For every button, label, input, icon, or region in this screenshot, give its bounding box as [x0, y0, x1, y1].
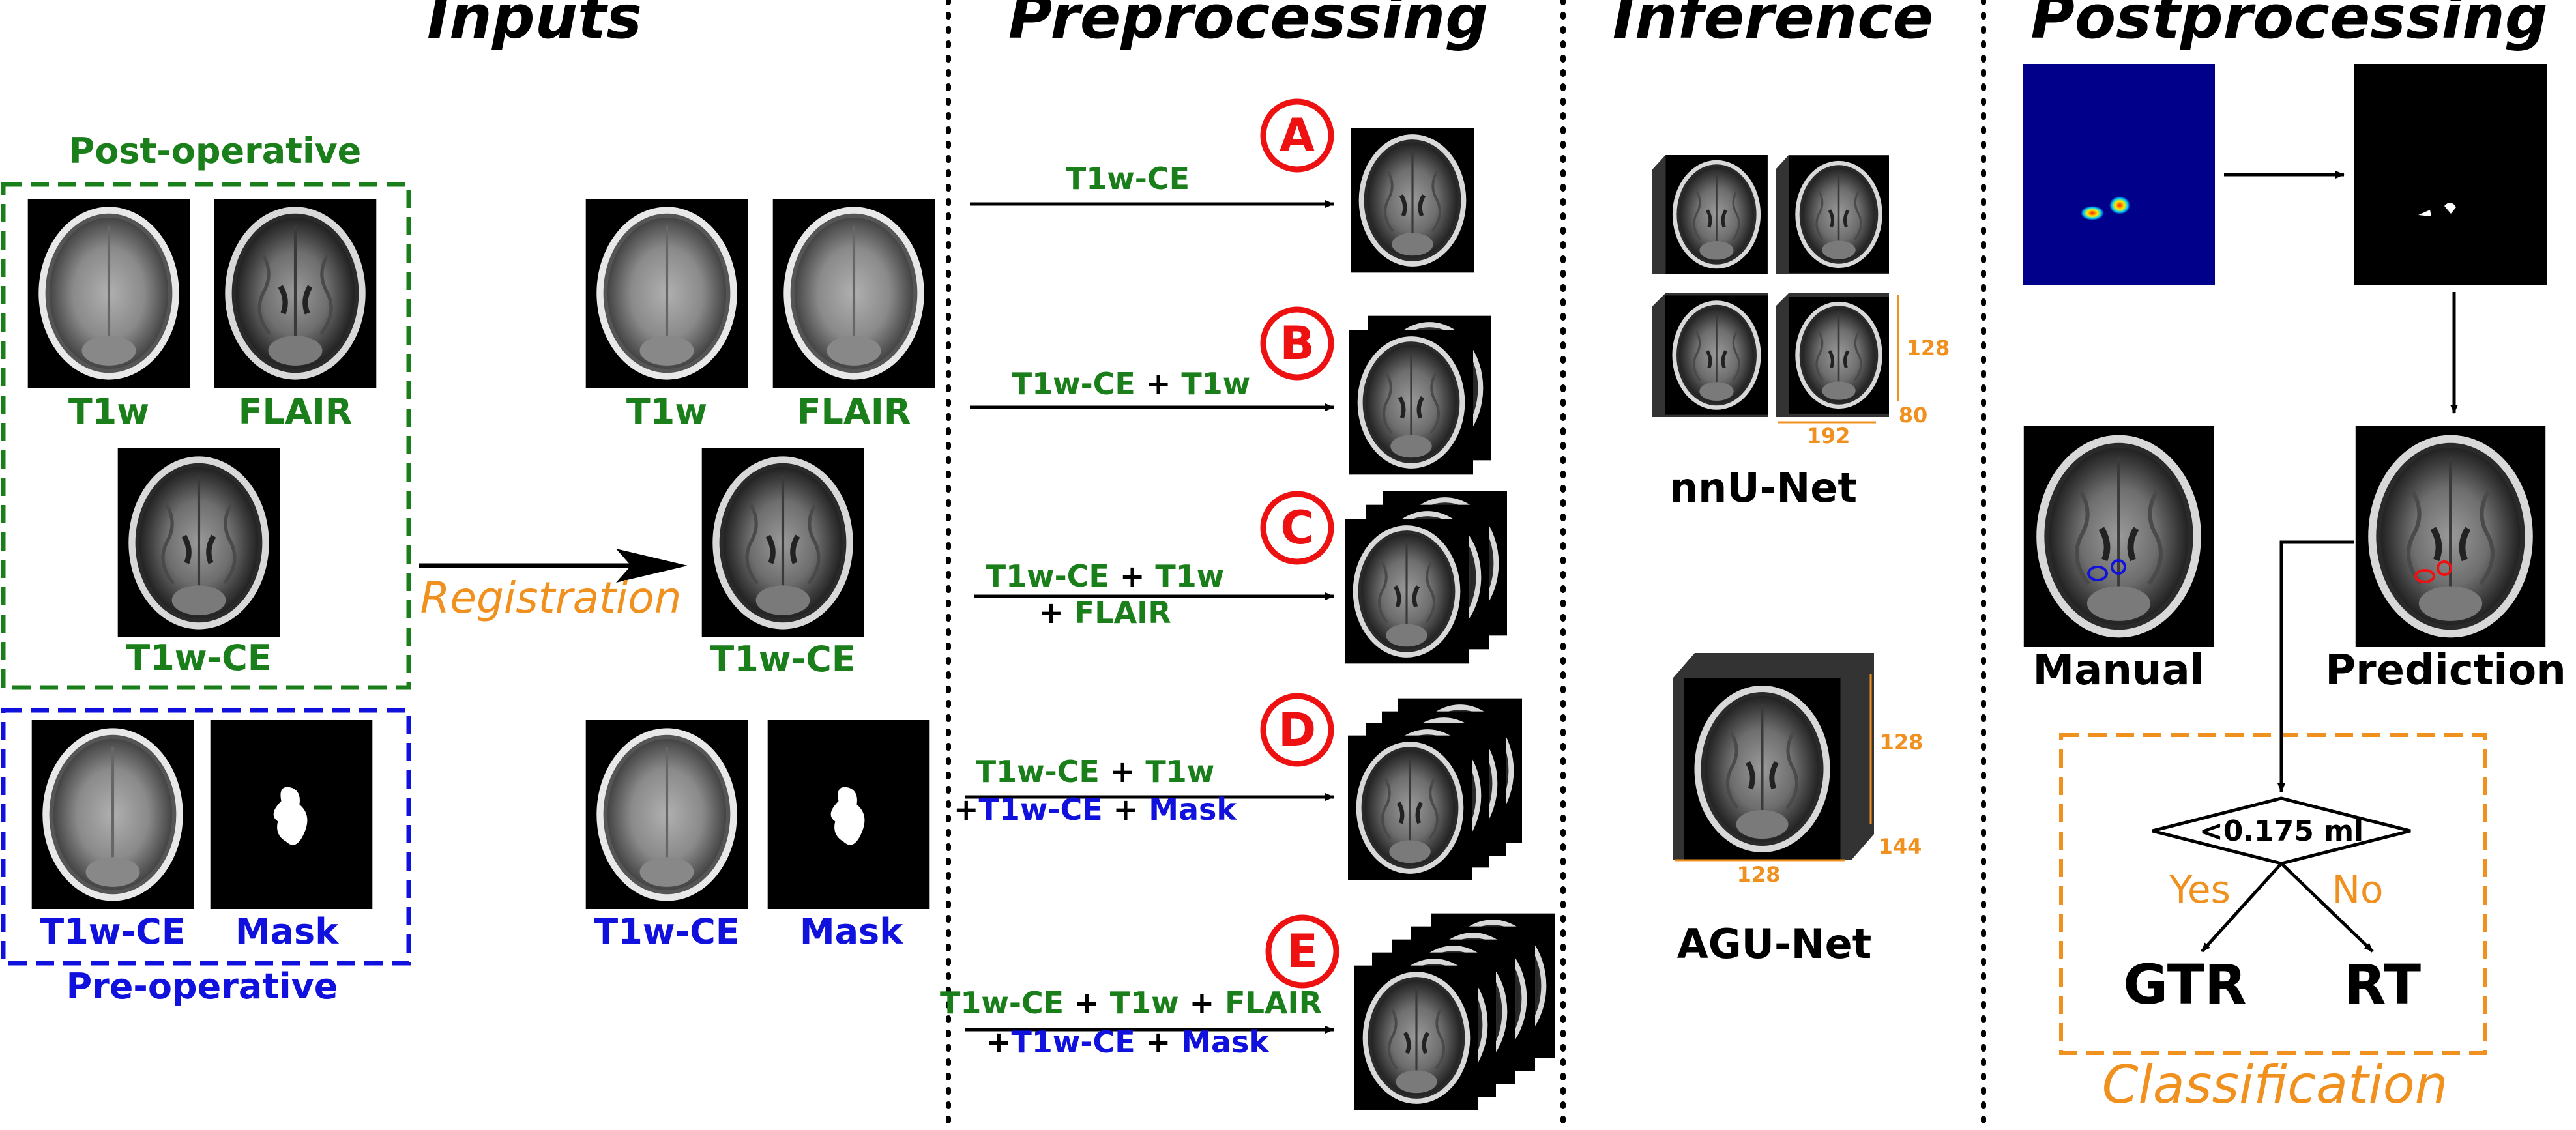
design-e-badge	[1265, 914, 1339, 989]
post-t1w-image	[28, 199, 190, 388]
decision-threshold: <0.175 ml	[2199, 815, 2364, 848]
pre-operative-box	[1, 708, 411, 966]
design-a-letter: A	[1280, 109, 1315, 162]
design-d-letter: D	[1278, 703, 1316, 757]
manual-segmentation	[2024, 426, 2214, 647]
yes-label: Yes	[2169, 867, 2231, 912]
predicted-segmentation	[2356, 426, 2545, 647]
manual-label: Manual	[2032, 646, 2204, 695]
nnunet-dim-w: 192	[1807, 424, 1851, 448]
design-a-badge	[1260, 98, 1334, 173]
registration-label: Registration	[420, 573, 682, 623]
pre-t1wce-image	[32, 720, 194, 909]
design-d-badge	[1260, 693, 1334, 767]
design-d-inputs-line1: T1w-CE + T1w	[976, 754, 1215, 789]
registration-arrow-head	[616, 549, 688, 583]
design-c-inputs-line1: T1w-CE + T1w	[986, 558, 1225, 594]
design-e-letter: E	[1287, 925, 1318, 978]
no-arrow	[2280, 862, 2374, 953]
yes-arrow	[2201, 862, 2283, 953]
gtr-label: GTR	[2123, 953, 2246, 1017]
pre-operative-label: Pre-operative	[66, 966, 338, 1007]
design-b-volume-front	[1349, 330, 1473, 475]
rt-label: RT	[2344, 953, 2421, 1017]
post-t1wce-image	[118, 448, 280, 637]
section-inference-title: Inference	[1613, 0, 1933, 52]
post-operative-box	[1, 182, 411, 690]
design-c-inputs-line2: + FLAIR	[1038, 595, 1171, 630]
reg-t1w-image	[586, 199, 748, 388]
design-a-inputs: T1w-CE	[1066, 161, 1190, 196]
design-d-volume-1	[1348, 736, 1472, 880]
design-e-volume-1	[1354, 966, 1478, 1110]
design-a-volume	[1351, 128, 1474, 273]
agunet-label: AGU-Net	[1677, 920, 1872, 968]
post-t1w-label: T1w	[68, 391, 149, 432]
no-label: No	[2332, 867, 2384, 912]
section-preprocessing-title: Preprocessing	[1008, 0, 1488, 52]
nnunet-dim-d: 80	[1899, 403, 1928, 427]
nnunet-dim-h: 128	[1907, 336, 1950, 360]
design-b-badge	[1260, 306, 1334, 381]
reg-flair-image	[773, 199, 935, 388]
design-c-letter: C	[1280, 501, 1313, 555]
agunet-volume	[1673, 653, 1874, 860]
section-inputs-title: Inputs	[427, 0, 642, 52]
reg-flair-label: FLAIR	[797, 391, 911, 432]
prediction-to-decision-line	[2277, 540, 2354, 792]
reg-mask-label: Mask	[800, 911, 903, 952]
reg-t1wce-image	[702, 448, 864, 637]
design-b-letter: B	[1280, 317, 1314, 370]
design-e-inputs-line1: T1w-CE + T1w + FLAIR	[940, 985, 1322, 1021]
design-b-inputs: T1w-CE + T1w	[1012, 366, 1251, 401]
reg-mask-image	[767, 720, 930, 909]
design-c-badge	[1260, 491, 1334, 565]
pre-mask-label: Mask	[235, 911, 339, 952]
post-flair-image	[214, 199, 377, 388]
classification-label: Classification	[2102, 1054, 2448, 1115]
reg-t1w-label: T1w	[626, 391, 707, 432]
probability-map	[2023, 64, 2215, 285]
reg-pre-t1wce-image	[586, 720, 748, 909]
nnunet-patches	[1652, 155, 1889, 417]
section-postprocessing-title: Postprocessing	[2030, 0, 2547, 52]
reg-t1wce-label: T1w-CE	[710, 639, 855, 680]
nnunet-label: nnU-Net	[1669, 464, 1857, 512]
post-flair-label: FLAIR	[239, 391, 353, 432]
agunet-dim-h: 128	[1880, 730, 1924, 755]
pre-mask-image	[210, 720, 373, 909]
agunet-dim-d: 144	[1879, 834, 1922, 859]
prediction-label: Prediction	[2325, 646, 2566, 695]
post-t1wce-label: T1w-CE	[126, 637, 271, 678]
pre-t1wce-label: T1w-CE	[40, 911, 185, 952]
binary-mask	[2354, 64, 2547, 285]
design-e-inputs-line2: +T1w-CE + Mask	[986, 1024, 1270, 1060]
reg-pre-t1wce-label: T1w-CE	[594, 911, 739, 952]
classification-box	[2059, 733, 2487, 1055]
design-c-volume-1	[1345, 519, 1469, 664]
agunet-dim-w: 128	[1737, 862, 1781, 887]
design-d-inputs-line2: +T1w-CE + Mask	[954, 792, 1237, 827]
post-operative-label: Post-operative	[69, 130, 362, 171]
